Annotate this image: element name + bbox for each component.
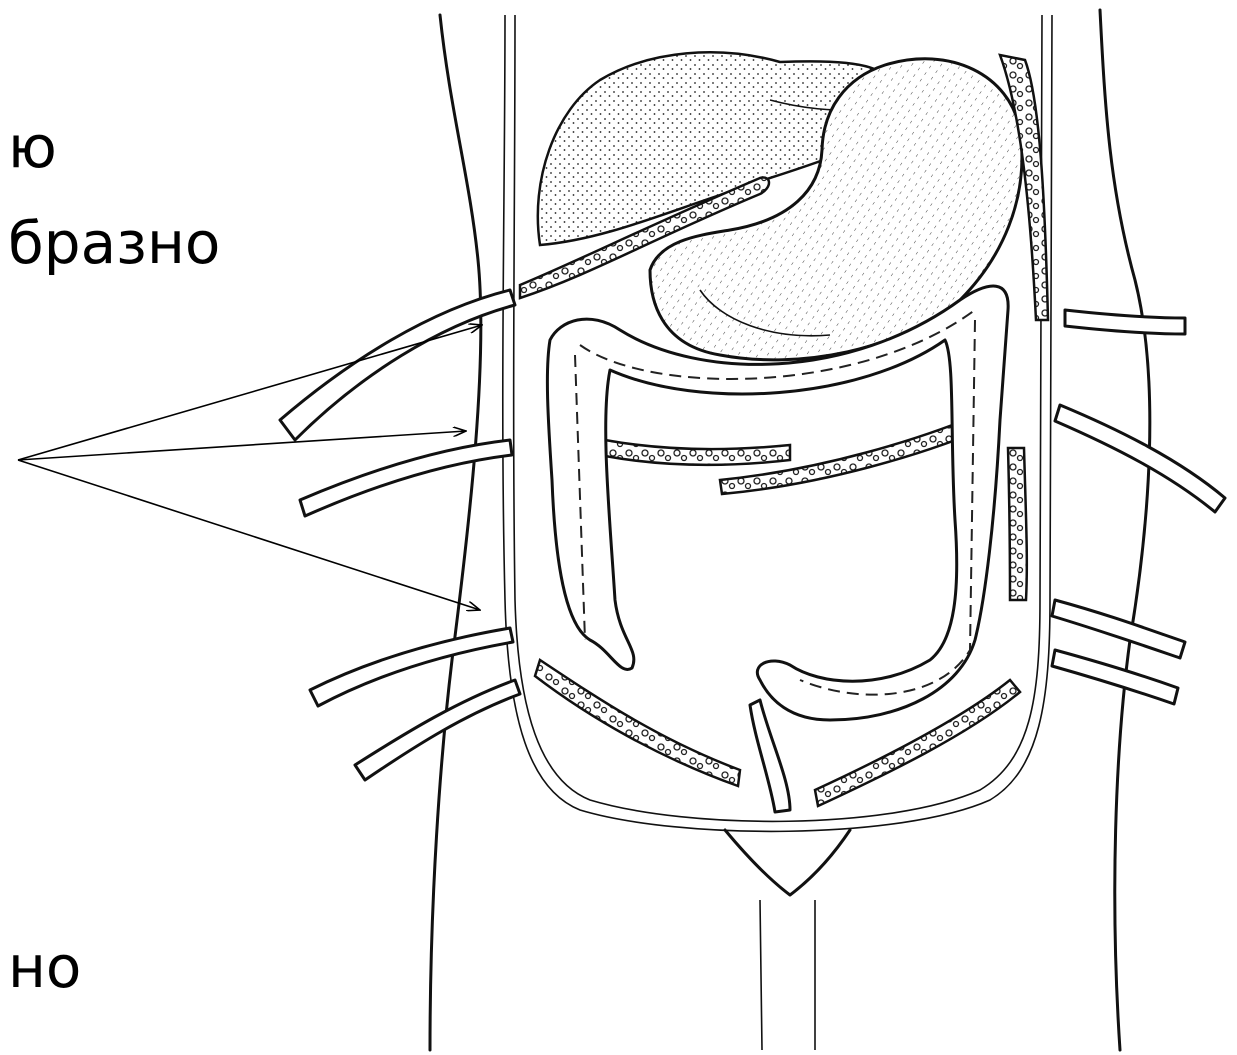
arrow-lower — [18, 460, 480, 610]
arrow-upper — [18, 325, 482, 460]
arrow-middle — [18, 431, 466, 460]
pelvic-organ — [725, 830, 850, 895]
mesentery-right-band — [605, 440, 790, 465]
mesentery-lower-left — [535, 660, 740, 786]
mesentery-right-vertical — [1008, 448, 1027, 600]
